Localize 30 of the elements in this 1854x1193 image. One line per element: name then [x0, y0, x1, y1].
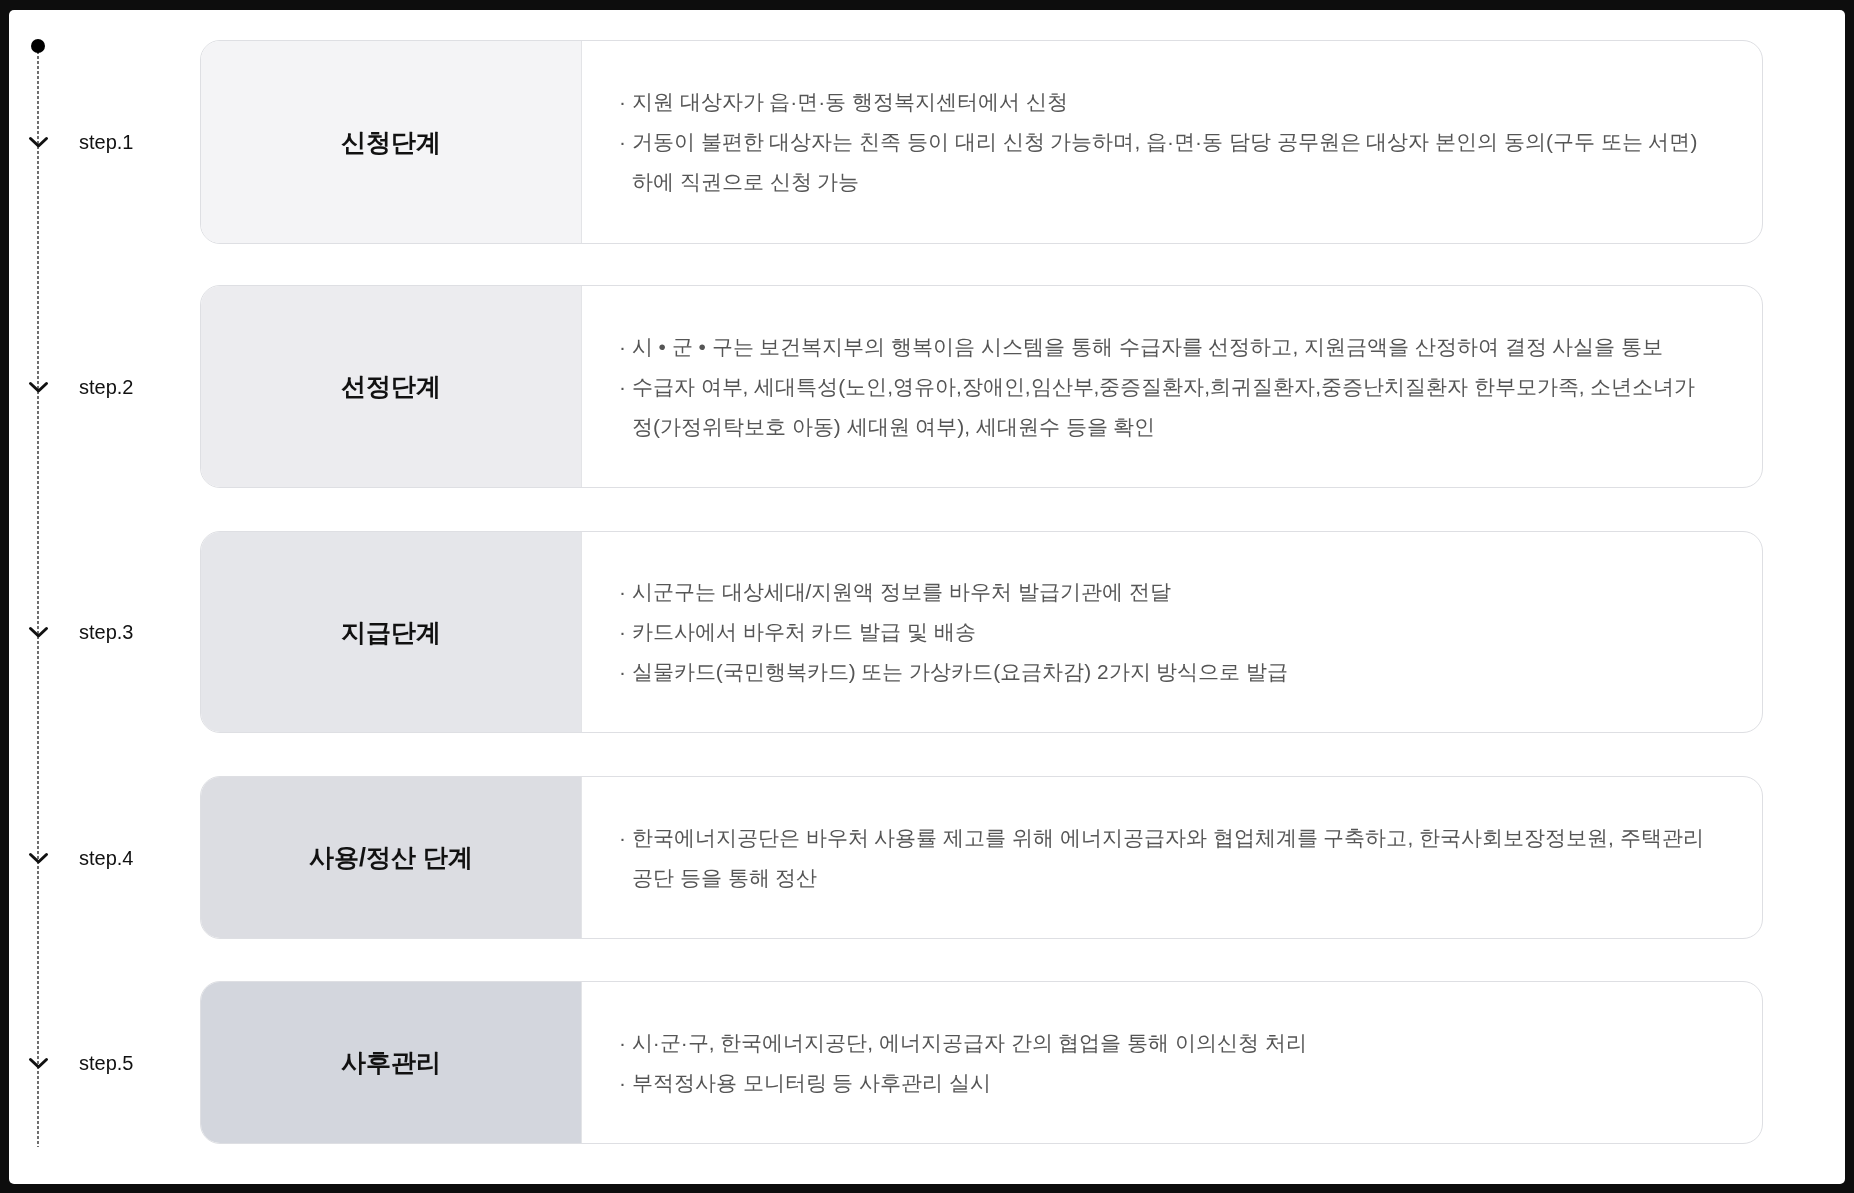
step-card: [200, 40, 1763, 244]
stage-title: 지급단계: [341, 616, 441, 648]
stage-panel: [201, 532, 582, 732]
bullet-text: · 한국에너지공단은 바우처 사용률 제고를 위해 에너지공급자와 협업체계를 구축하고, 한국사회보장정보원, 주택관리공단 등을 통해 정산: [619, 824, 1704, 891]
bullet-text: · 거동이 불편한 대상자는 친족 등이 대리 신청 가능하며, 읍·면·동 담당 공무원은 대상자 본인의 동의(구두 또는 서면) 하에 직권으로 신청 가능: [619, 129, 1699, 195]
bullet-text: · 시 • 군 • 구는 보건복지부의 행복이음 시스템을 통해 수급자를 선정하고, 지원금액을 산정하여 결정 사실을 통보: [619, 333, 1665, 360]
stage-title: 신청단계: [341, 126, 441, 158]
stage-panel: [201, 982, 582, 1143]
step-label: step.4: [79, 845, 134, 871]
stage-title: 사용/정산 단계: [309, 842, 473, 873]
stage-panel: [201, 286, 582, 487]
stage-panel: [201, 777, 582, 938]
step-card: [200, 776, 1763, 939]
bullet-text: · 부적정사용 모니터링 등 사후관리 실시: [619, 1069, 992, 1096]
step-label: step.3: [79, 620, 134, 645]
bullet-text: · 시·군·구, 한국에너지공단, 에너지공급자 간의 협업을 통해 이의신청 처리: [619, 1029, 1308, 1056]
bullet-text: · 시군구는 대상세대/지원액 정보를 바우처 발급기관에 전달: [619, 579, 1172, 605]
step-label: step.2: [79, 374, 134, 400]
step-label: step.1: [79, 130, 134, 155]
bullet-text: · 지원 대상자가 읍·면·동 행정복지센터에서 신청: [619, 89, 1069, 115]
bullet-text: · 실물카드(국민행복카드) 또는 가상카드(요금차감) 2가지 방식으로 발급: [619, 659, 1290, 685]
bullet-text: · 카드사에서 바우처 카드 발급 및 배송: [619, 619, 977, 645]
stage-title: 선정단계: [341, 371, 441, 402]
bullet-text: · 수급자 여부, 세대특성(노인,영유아,장애인,임산부,중증질환자,희귀질환자,중증난치질환자 한부모가족, 소년소녀가정(가정위탁보호 아동) 세대원 여부), 세대원수 등을 확인: [619, 373, 1697, 440]
step-card: [200, 981, 1763, 1144]
step-card: [200, 285, 1763, 488]
step-card: [200, 531, 1763, 733]
stage-title: 사후관리: [341, 1047, 441, 1078]
step-label: step.5: [79, 1050, 134, 1076]
stage-panel: [201, 41, 582, 243]
